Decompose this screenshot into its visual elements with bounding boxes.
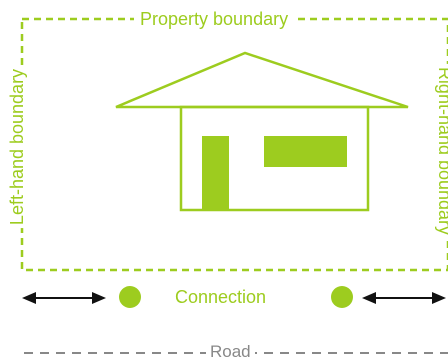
road-label: Road bbox=[206, 343, 255, 360]
left-double-arrow-icon bbox=[22, 292, 106, 304]
connection-point-right bbox=[331, 286, 353, 308]
right-hand-boundary-label: Right-hand boundary bbox=[435, 63, 448, 239]
house-door bbox=[202, 136, 229, 210]
connection-point-left bbox=[119, 286, 141, 308]
house-roof bbox=[115, 51, 409, 109]
property-boundary-label: Property boundary bbox=[134, 10, 295, 28]
connection-label: Connection bbox=[175, 287, 267, 307]
right-double-arrow-icon bbox=[362, 292, 446, 304]
house-window bbox=[264, 136, 347, 167]
house-icon bbox=[115, 51, 409, 212]
house-walls bbox=[179, 105, 370, 212]
left-hand-boundary-label: Left-hand boundary bbox=[7, 65, 27, 229]
